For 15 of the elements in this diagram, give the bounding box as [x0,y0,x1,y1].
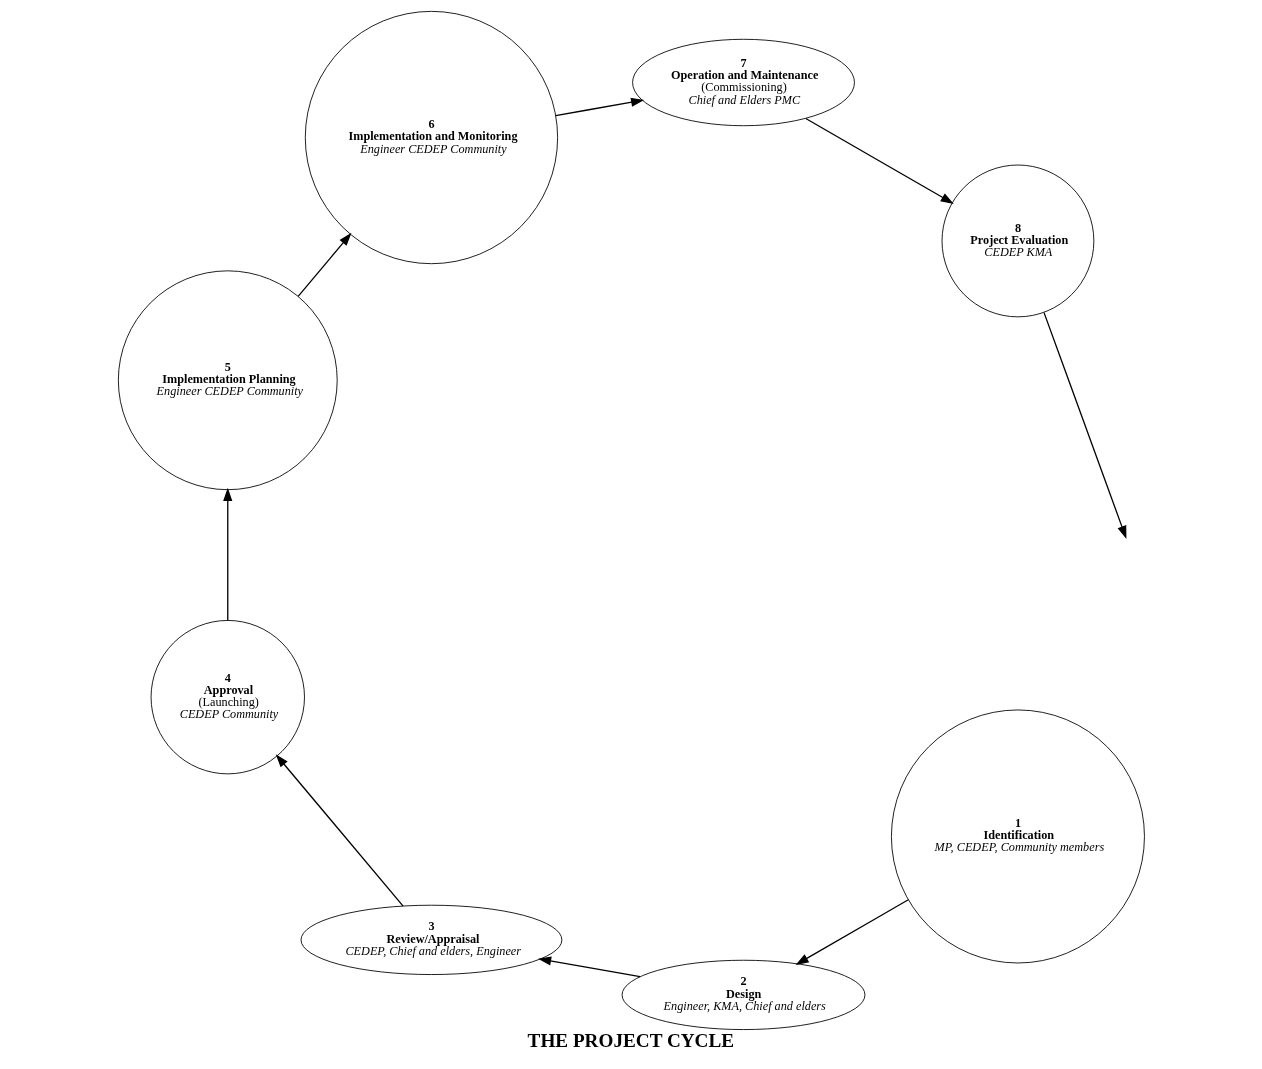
node-ellipse: 3 Review/Appraisal CEDEP, Chief and elders, Engineer [300,904,562,975]
arrow [795,899,909,965]
arrow [275,754,404,907]
arrow [537,956,641,978]
arrow [297,232,351,298]
node-circle: 6 Implementation and Monitoring Engineer CEDEP Community [304,10,558,265]
arrow [554,97,644,117]
node-circle: 4 Approval (Launching) CEDEP Community [150,620,305,775]
arrow [1042,312,1126,539]
node-circle: 1 Identification MP, CEDEP, Community members [890,709,1145,964]
arrow [222,487,232,622]
diagram-title: THE PROJECT CYCLE [527,1030,734,1052]
node-ellipse: 2 Design Engineer, KMA, Chief and elders [621,959,865,1030]
arrow [804,117,954,204]
node-circle: 5 Implementation Planning Engineer CEDEP Community [117,270,338,491]
